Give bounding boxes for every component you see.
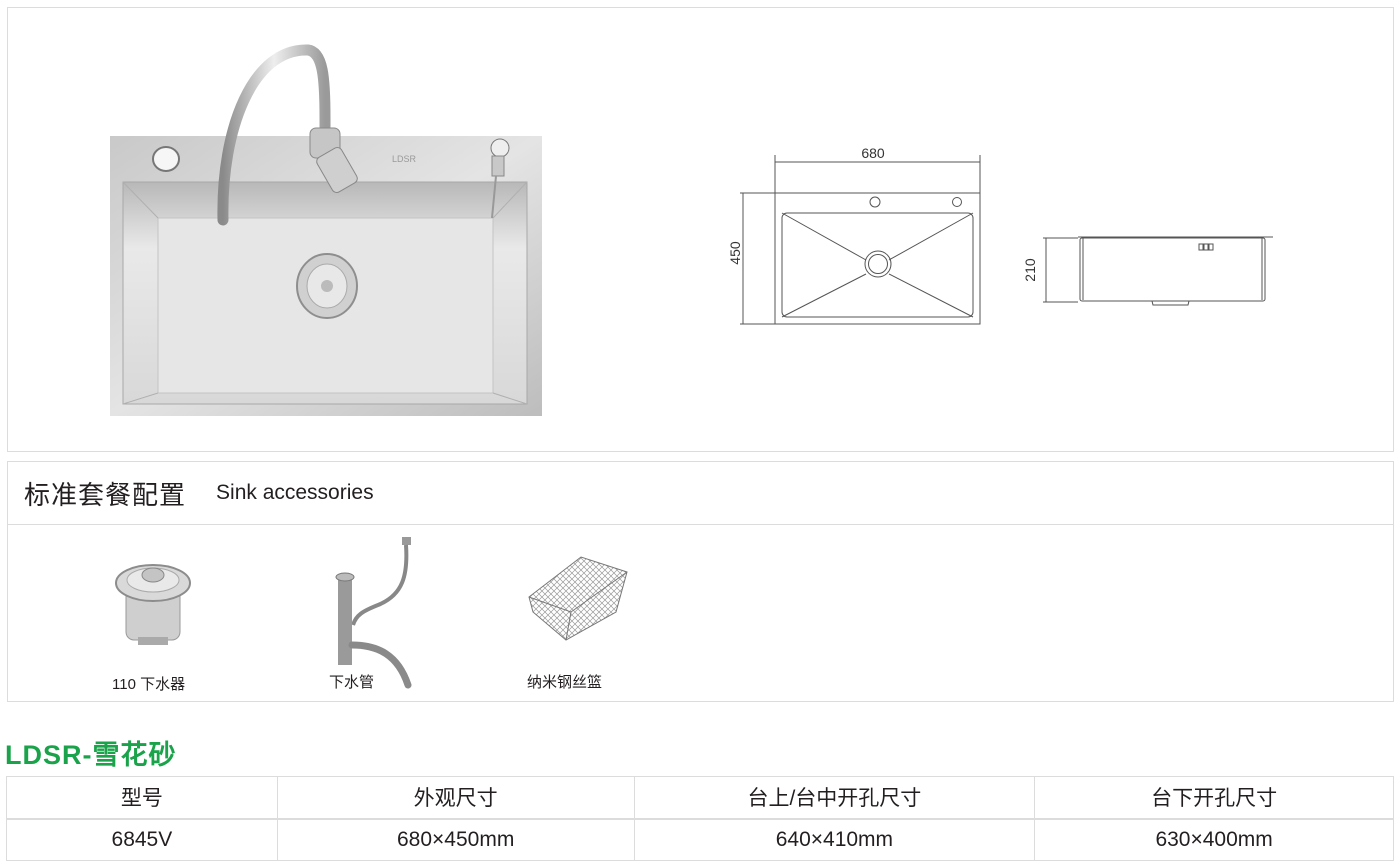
header-outer-size: 外观尺寸 (276, 776, 635, 820)
svg-text:210: 210 (1023, 258, 1038, 282)
product-images-panel: LDSR 680 450 (7, 7, 1394, 452)
svg-text:LDSR: LDSR (392, 154, 417, 164)
cell-undermount-cutout: 630×400mm (1034, 818, 1394, 861)
svg-text:450: 450 (727, 241, 743, 265)
cell-model: 6845V (6, 818, 278, 861)
accessory-label-drain-strainer: 110 下水器 (112, 676, 186, 693)
accessories-header: 标准套餐配置 Sink accessories (8, 462, 1393, 525)
wire-basket-icon (528, 556, 628, 641)
sink-product-photo: LDSR (110, 44, 542, 416)
header-undermount-cutout: 台下开孔尺寸 (1034, 776, 1394, 820)
drain-pipe-icon (335, 537, 412, 689)
accessories-title-cn: 标准套餐配置 (24, 479, 187, 510)
spec-table: 型号 外观尺寸 台上/台中开孔尺寸 台下开孔尺寸 6845V 680×450mm… (6, 776, 1394, 861)
accessory-label-wire-basket: 纳米钢丝篮 (527, 674, 603, 691)
side-view-dimension-drawing: 210 (1023, 236, 1273, 306)
cell-outer-size: 680×450mm (276, 818, 635, 861)
header-top-mount-cutout: 台上/台中开孔尺寸 (633, 776, 1036, 820)
spec-table-header-row: 型号 外观尺寸 台上/台中开孔尺寸 台下开孔尺寸 (6, 776, 1394, 820)
top-view-dimension-drawing: 680 450 (727, 145, 981, 325)
header-model: 型号 (6, 776, 278, 820)
model-series-title: LDSR-雪花砂 (5, 740, 177, 770)
svg-text:680: 680 (861, 145, 885, 161)
drain-strainer-icon (115, 564, 191, 645)
accessory-label-drain-pipe: 下水管 (329, 674, 375, 691)
accessories-panel: 标准套餐配置 Sink accessories 110 下水器 下水管 纳米钢丝… (7, 461, 1394, 702)
table-row: 6845V 680×450mm 640×410mm 630×400mm (6, 818, 1394, 861)
accessories-title-en: Sink accessories (216, 481, 374, 504)
cell-top-mount-cutout: 640×410mm (633, 818, 1036, 861)
